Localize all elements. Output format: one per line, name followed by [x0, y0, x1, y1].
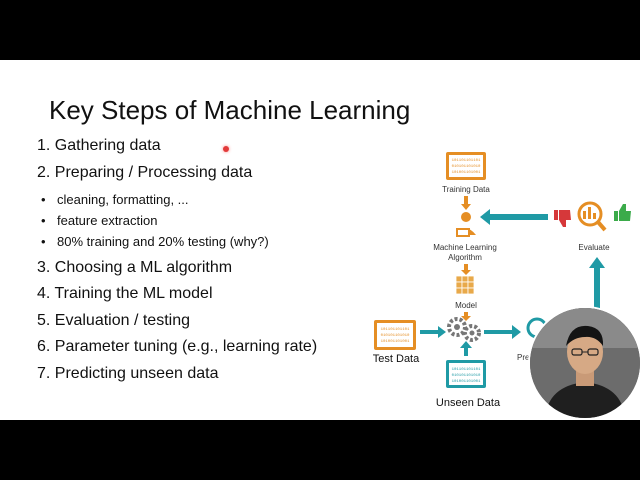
- sub-item: 80% training and 20% testing (why?): [37, 231, 317, 252]
- model-label: Model: [455, 301, 477, 310]
- down-arrow-icon: [461, 312, 471, 321]
- top-letterbox: [0, 0, 640, 60]
- list-item: 1. Gathering data: [37, 137, 161, 154]
- list-item: 5. Evaluation / testing: [37, 311, 190, 329]
- presenter-avatar: [530, 308, 640, 418]
- training-data-label: Training Data: [442, 185, 490, 194]
- list-item: 3. Choosing a ML algorithm: [37, 258, 233, 276]
- sub-item: feature extraction: [37, 210, 317, 231]
- training-data-monitor-icon: 101101101101 010101101010 101001101001: [446, 152, 486, 180]
- list-item-label: 2. Preparing / Processing data: [37, 163, 253, 181]
- test-data-label: Test Data: [373, 353, 420, 365]
- evaluate-label: Evaluate: [578, 243, 610, 252]
- test-data-monitor-icon: 101101101101 010101101010 101001101001: [374, 320, 416, 350]
- bottom-letterbox: [0, 420, 640, 480]
- up-arrow-icon: [589, 257, 605, 312]
- list-item: 2. Preparing / Processing data cleaning,…: [37, 163, 317, 252]
- data-bits-line: 101101101101: [381, 328, 410, 332]
- prediction-label: Pre: [517, 353, 530, 362]
- model-cube-icon: [455, 275, 475, 295]
- magnifier-chart-icon: [577, 201, 607, 232]
- list-item: 6. Parameter tuning (e.g., learning rate…: [37, 338, 318, 355]
- data-bits-line: 010101101010: [452, 374, 481, 378]
- steps-list: 1. Gathering data 2. Preparing / Process…: [37, 136, 317, 390]
- sublist: cleaning, formatting, ... feature extrac…: [37, 189, 317, 252]
- left-arrow-icon: [480, 209, 548, 225]
- ml-algorithm-label-line2: Algorithm: [448, 253, 482, 262]
- data-bits-line: 101001101001: [452, 171, 481, 175]
- list-item: 4. Training the ML model: [37, 285, 213, 302]
- gears-icon: [447, 317, 481, 342]
- presentation-slide: Key Steps of Machine Learning 1. Gatheri…: [0, 60, 640, 420]
- unseen-data-label: Unseen Data: [436, 397, 501, 409]
- down-arrow-icon: [461, 264, 471, 275]
- ml-algorithm-label-line1: Machine Learning: [433, 243, 497, 252]
- data-bits-line: 101101101101: [452, 159, 481, 163]
- list-item: 7. Predicting unseen data: [37, 364, 219, 382]
- data-bits-line: 010101101010: [452, 165, 481, 169]
- presenter-webcam: [528, 306, 640, 420]
- thumbs-down-icon: [554, 210, 571, 227]
- sub-item: cleaning, formatting, ...: [37, 189, 317, 210]
- thumbs-up-icon: [614, 204, 631, 221]
- right-arrow-icon: [484, 325, 521, 339]
- data-bits-line: 101001101001: [452, 380, 481, 384]
- down-arrow-icon: [461, 196, 471, 210]
- data-bits-line: 101001101001: [381, 340, 410, 344]
- slide-title: Key Steps of Machine Learning: [49, 95, 411, 125]
- data-bits-line: 101101101101: [452, 368, 481, 372]
- laser-pointer-dot: [223, 146, 229, 152]
- right-arrow-icon: [420, 326, 446, 338]
- unseen-data-monitor-icon: 101101101101 010101101010 101001101001: [446, 360, 486, 388]
- ml-algorithm-icon: [456, 212, 476, 237]
- data-bits-line: 010101101010: [381, 334, 410, 338]
- up-arrow-icon: [460, 341, 472, 356]
- ml-workflow-diagram: 101101101101 010101101010 101001101001 T…: [373, 152, 631, 409]
